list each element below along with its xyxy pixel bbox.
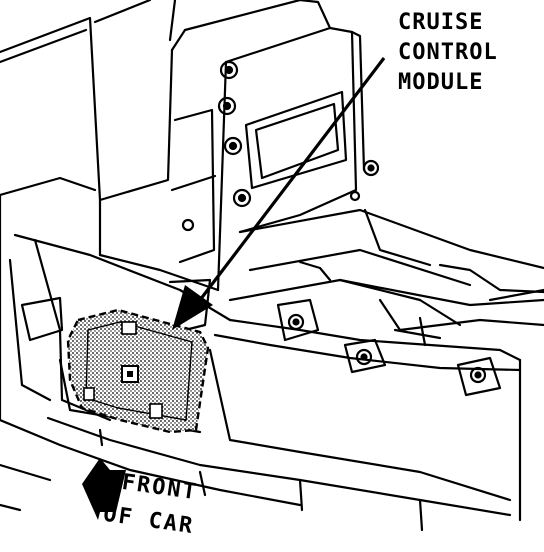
- front-arrow-icon: [82, 458, 126, 520]
- upper-left-panel: [0, 0, 177, 202]
- bracket-tower: [98, 0, 366, 292]
- module-label-line2: CONTROL: [398, 40, 498, 65]
- module-label-line3: MODULE: [398, 70, 484, 95]
- lower-brackets: [276, 298, 502, 397]
- cruise-control-module[interactable]: [66, 308, 210, 434]
- lower-front-panel: [0, 193, 522, 532]
- module-leader-arrow: [172, 57, 386, 330]
- tower-bolts: [181, 60, 380, 232]
- front-of-car-label: FRONT OF CAR: [102, 468, 201, 542]
- cruise-control-module-label: CRUISE CONTROL MODULE: [398, 8, 498, 98]
- module-label-line1: CRUISE: [398, 10, 484, 35]
- rail-assembly: [228, 208, 544, 332]
